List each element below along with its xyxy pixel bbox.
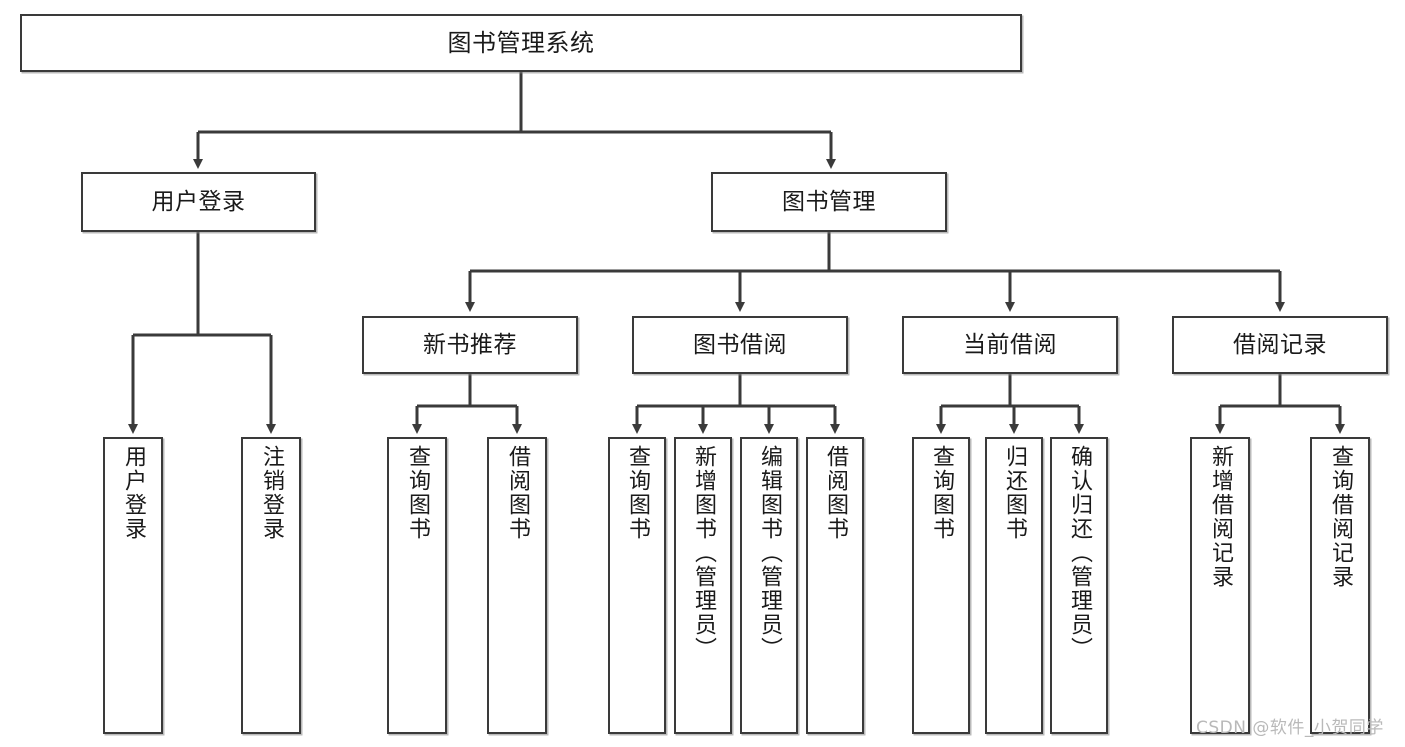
node-leaf-confirm-return-label: 确认归还（管理员）	[1067, 445, 1092, 661]
edge-group-user-login	[128, 232, 276, 434]
node-leaf-query-book-2-label: 查询图书	[625, 445, 650, 541]
node-leaf-query-book-1-label: 查询图书	[405, 445, 430, 541]
node-leaf-logout-label: 注销登录	[259, 445, 284, 541]
node-current-borrow[interactable]: 当前借阅	[902, 316, 1118, 374]
node-leaf-query-record[interactable]: 查询借阅记录	[1310, 437, 1370, 734]
node-current-borrow-label: 当前借阅	[963, 331, 1057, 358]
node-leaf-edit-book[interactable]: 编辑图书（管理员）	[740, 437, 798, 734]
node-leaf-borrow-book-2[interactable]: 借阅图书	[806, 437, 864, 734]
node-leaf-add-book-label: 新增图书（管理员）	[691, 445, 716, 661]
node-user-login[interactable]: 用户登录	[81, 172, 316, 232]
node-leaf-add-record-label: 新增借阅记录	[1208, 445, 1233, 589]
edge-group-borrow-record	[1215, 374, 1345, 434]
node-borrow-record-label: 借阅记录	[1233, 331, 1327, 358]
node-leaf-add-record[interactable]: 新增借阅记录	[1190, 437, 1250, 734]
node-root[interactable]: 图书管理系统	[20, 14, 1022, 72]
node-leaf-query-book-3-label: 查询图书	[929, 445, 954, 541]
node-leaf-query-book-2[interactable]: 查询图书	[608, 437, 666, 734]
watermark: CSDN @软件_小贺同学	[1196, 718, 1384, 738]
node-book-borrow-label: 图书借阅	[693, 331, 787, 358]
node-leaf-borrow-book-1-label: 借阅图书	[505, 445, 530, 541]
edge-group-current-borrow	[936, 374, 1084, 434]
node-new-book-recommend-label: 新书推荐	[423, 331, 517, 358]
node-leaf-query-book-1[interactable]: 查询图书	[387, 437, 447, 734]
node-user-login-label: 用户登录	[151, 188, 246, 215]
node-borrow-record[interactable]: 借阅记录	[1172, 316, 1388, 374]
edge-group-new-book-recommend	[412, 374, 522, 434]
node-book-borrow[interactable]: 图书借阅	[632, 316, 848, 374]
node-leaf-borrow-book-2-label: 借阅图书	[823, 445, 848, 541]
node-root-label: 图书管理系统	[447, 29, 595, 57]
node-leaf-edit-book-label: 编辑图书（管理员）	[757, 445, 782, 661]
node-leaf-confirm-return[interactable]: 确认归还（管理员）	[1050, 437, 1108, 734]
edge-group-book-manage	[465, 232, 1285, 312]
node-leaf-user-login[interactable]: 用户登录	[103, 437, 163, 734]
node-leaf-query-book-3[interactable]: 查询图书	[912, 437, 970, 734]
node-leaf-borrow-book-1[interactable]: 借阅图书	[487, 437, 547, 734]
node-leaf-user-login-label: 用户登录	[121, 445, 146, 541]
node-leaf-query-record-label: 查询借阅记录	[1328, 445, 1353, 589]
node-leaf-add-book[interactable]: 新增图书（管理员）	[674, 437, 732, 734]
node-book-manage[interactable]: 图书管理	[711, 172, 947, 232]
edge-group-root	[193, 72, 836, 169]
node-leaf-return-book[interactable]: 归还图书	[985, 437, 1043, 734]
node-leaf-logout[interactable]: 注销登录	[241, 437, 301, 734]
edge-group-book-borrow	[632, 374, 840, 434]
node-book-manage-label: 图书管理	[782, 188, 876, 215]
node-leaf-return-book-label: 归还图书	[1002, 445, 1027, 541]
node-new-book-recommend[interactable]: 新书推荐	[362, 316, 578, 374]
